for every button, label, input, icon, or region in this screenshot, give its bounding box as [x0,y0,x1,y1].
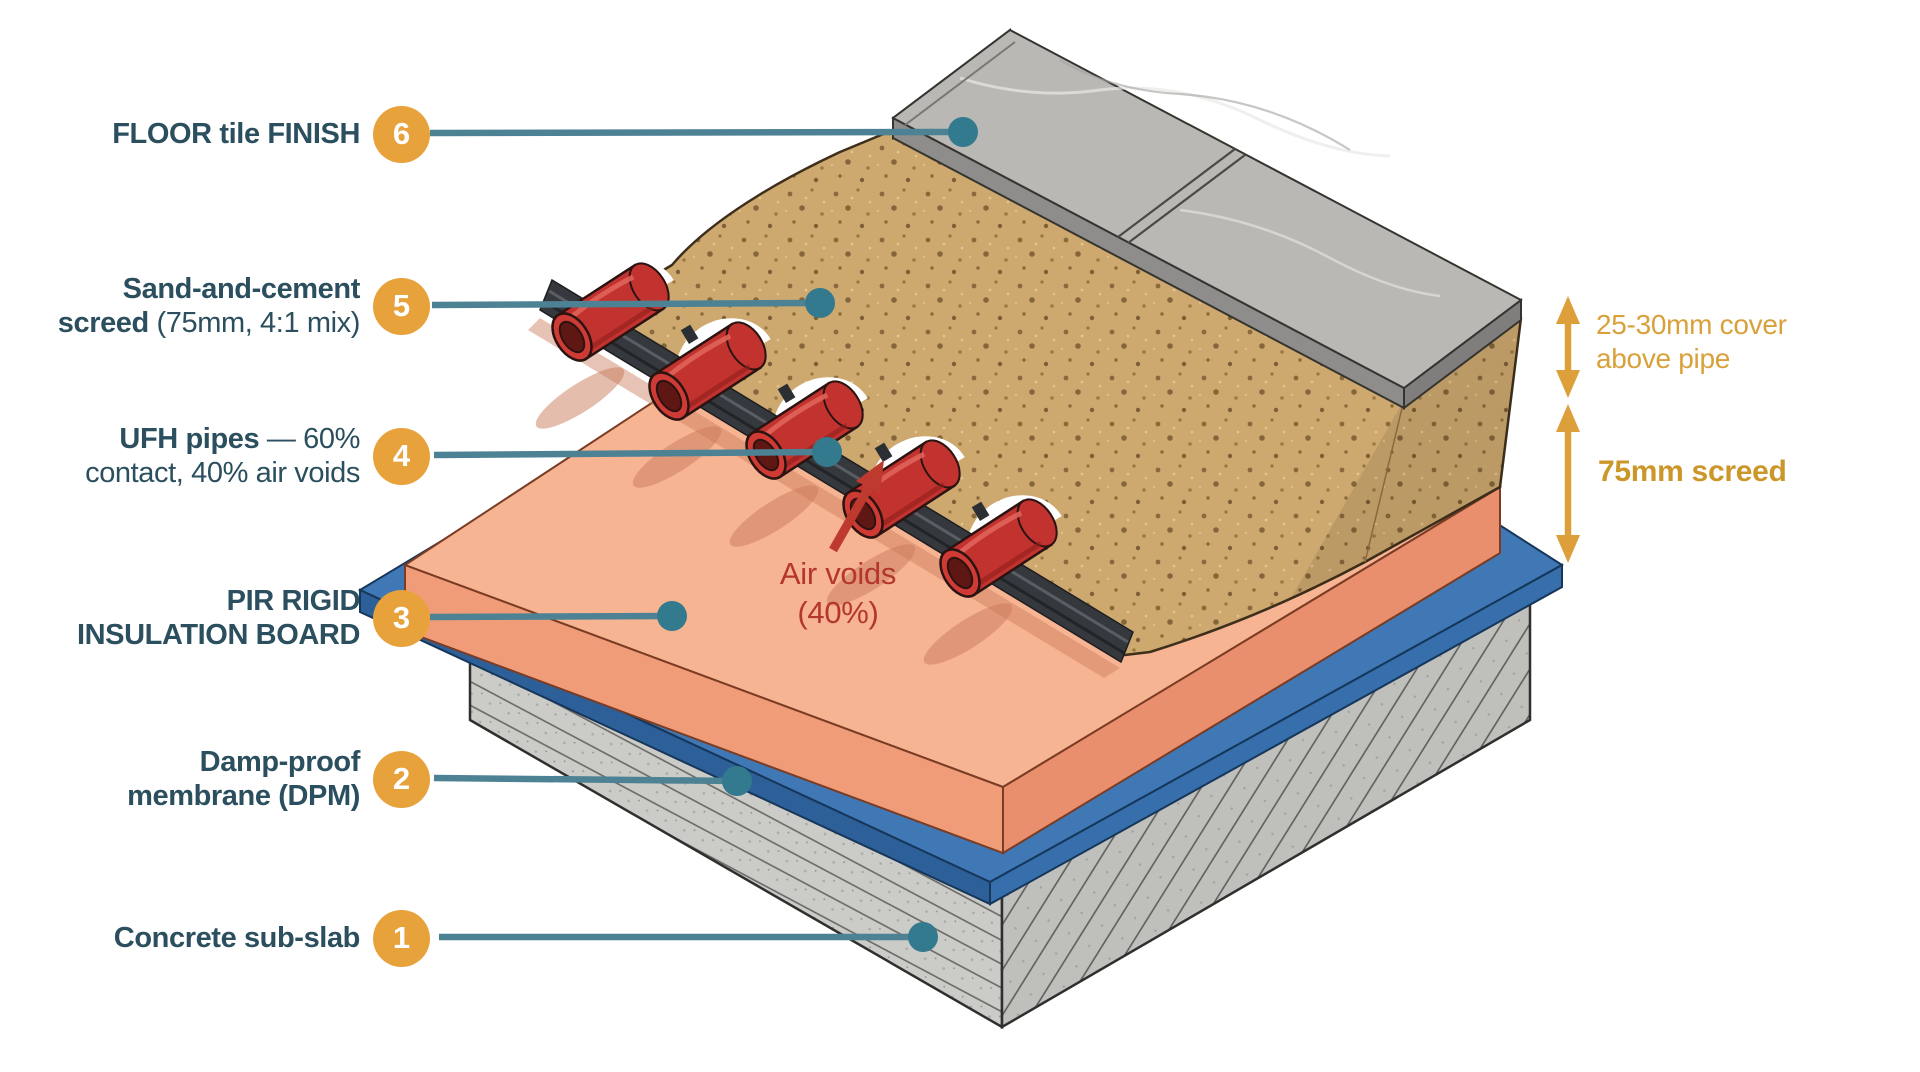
leader-dots [657,117,978,952]
callout-number-badge: 5 [373,277,430,335]
floor-tiles [891,27,1523,411]
ufh-pipes [551,262,1058,598]
leader-dot-6 [948,117,978,147]
callout-label: Concrete sub-slab [113,922,361,954]
pipe-shadows [535,367,1013,665]
dim-cover-line1: 25-30mm cover [1596,309,1787,340]
leader-line-6 [429,128,964,137]
leader-dot-3 [657,601,687,631]
air-voids-arrow [829,460,884,553]
callout-label: UFH pipes — 60%contact, 40% air voids [85,423,360,489]
dim-arrow-screed [1556,404,1580,563]
ufh-pipe [939,498,1058,598]
callout-number-badge: 3 [373,589,430,647]
leader-dot-5 [805,288,835,318]
dim-cover-line2: above pipe [1596,343,1731,374]
dim-cover-label: 25-30mm cover above pipe [1596,308,1787,376]
air-voids-label: Air voids (40%) [738,554,938,632]
leader-line-4 [433,448,828,459]
air-voids-line2: (40%) [797,595,879,630]
leader-dot-1 [908,922,938,952]
leader-dot-4 [812,437,842,467]
dim-screed-label: 75mm screed [1598,455,1787,488]
ufh-pipe [551,262,670,362]
leader-lines [429,128,964,941]
rail-clips [680,324,990,521]
leader-line-5 [431,299,821,309]
callout-number-badge: 6 [373,105,430,163]
air-voids-line1: Air voids [779,556,897,591]
callout-number-badge: 2 [373,750,430,808]
callout-6: FLOOR tile FINISH 6 [112,99,430,169]
callout-1: Concrete sub-slab 1 [114,903,430,973]
dim-arrow-cover [1556,296,1580,398]
leader-line-3 [429,612,673,621]
leader-dot-2 [722,766,752,796]
leader-line-2 [433,774,738,785]
callout-label: FLOOR tile FINISH [112,118,360,150]
callout-number-badge: 1 [373,909,430,967]
callout-number-badge: 4 [373,427,430,485]
ufh-pipe [648,321,767,421]
